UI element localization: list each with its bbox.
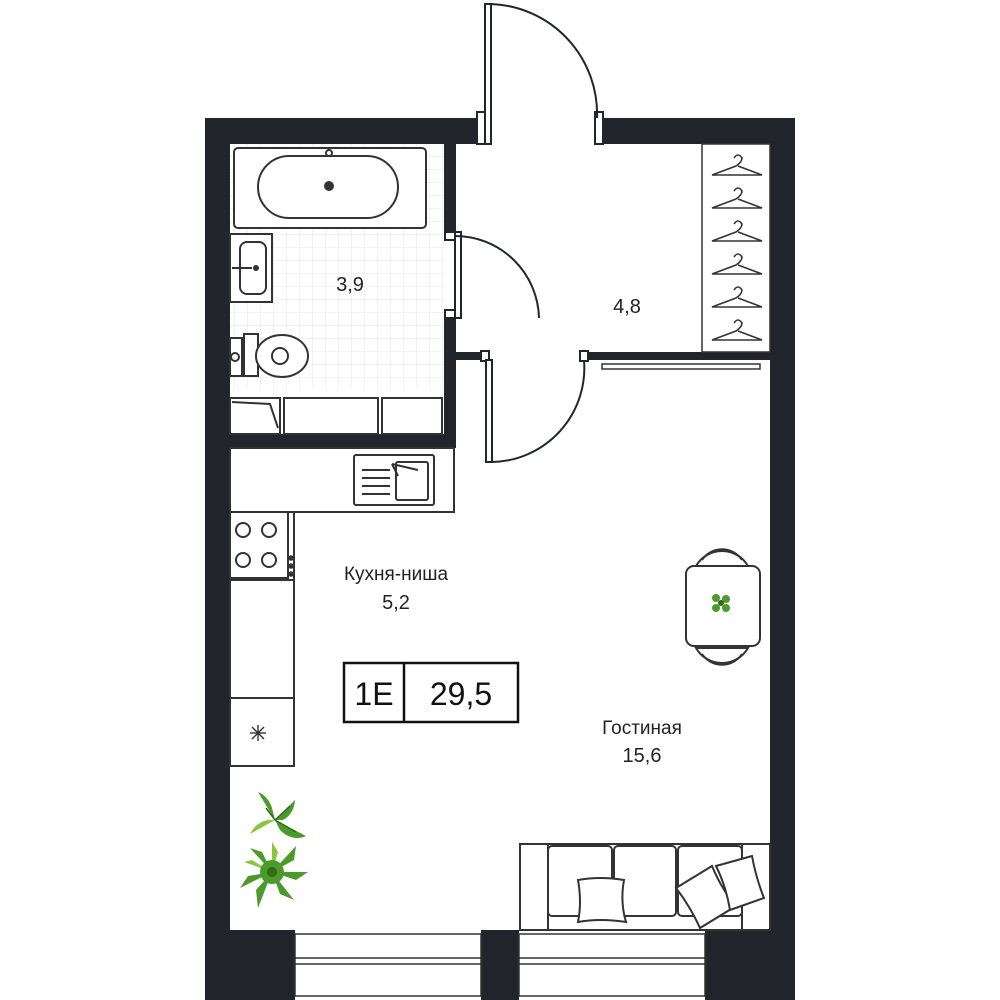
apartment-type: 1E bbox=[354, 676, 393, 712]
bathtub bbox=[233, 147, 427, 229]
entrance-door-swing bbox=[490, 3, 599, 119]
total-area: 29,5 bbox=[430, 676, 492, 712]
bathroom-door-swing bbox=[454, 235, 540, 319]
coat-hanger-icon bbox=[711, 220, 763, 242]
coat-hanger-icon bbox=[711, 319, 763, 341]
cooktop bbox=[229, 511, 294, 579]
coat-hanger-icon bbox=[711, 253, 763, 275]
doors bbox=[454, 3, 599, 463]
living-area: 15,6 bbox=[623, 745, 662, 767]
kitchen-name: Кухня-ниша bbox=[344, 564, 449, 585]
apartment-badge: 1E 29,5 bbox=[342, 661, 520, 724]
bathroom-door bbox=[454, 231, 462, 319]
bathroom-sink bbox=[229, 233, 273, 303]
wardrobe bbox=[701, 143, 771, 353]
living-door bbox=[485, 359, 493, 463]
table-flower bbox=[712, 594, 730, 612]
coat-hanger-icon bbox=[711, 154, 763, 176]
toilet bbox=[229, 333, 309, 378]
entrance-door bbox=[484, 3, 492, 145]
coat-hanger-icon bbox=[711, 187, 763, 209]
storage-cabinets bbox=[229, 397, 443, 435]
walls bbox=[205, 118, 795, 1000]
coat-hanger-icon bbox=[711, 154, 763, 341]
windows bbox=[294, 933, 706, 997]
plant-icon bbox=[240, 792, 308, 908]
kitchen-area: 5,2 bbox=[382, 592, 410, 614]
window-left bbox=[294, 933, 482, 997]
bathroom-area: 3,9 bbox=[336, 274, 364, 296]
living-door-swing bbox=[491, 359, 586, 463]
coat-hanger-icon bbox=[711, 286, 763, 308]
window-right bbox=[518, 933, 706, 997]
wardrobe-sliding-door bbox=[601, 363, 761, 370]
snowflake-icon bbox=[250, 725, 266, 741]
hallway-area: 4,8 bbox=[613, 296, 641, 318]
sofa bbox=[519, 843, 771, 931]
kitchen-sink bbox=[353, 454, 435, 506]
living-name: Гостиная bbox=[602, 718, 682, 739]
